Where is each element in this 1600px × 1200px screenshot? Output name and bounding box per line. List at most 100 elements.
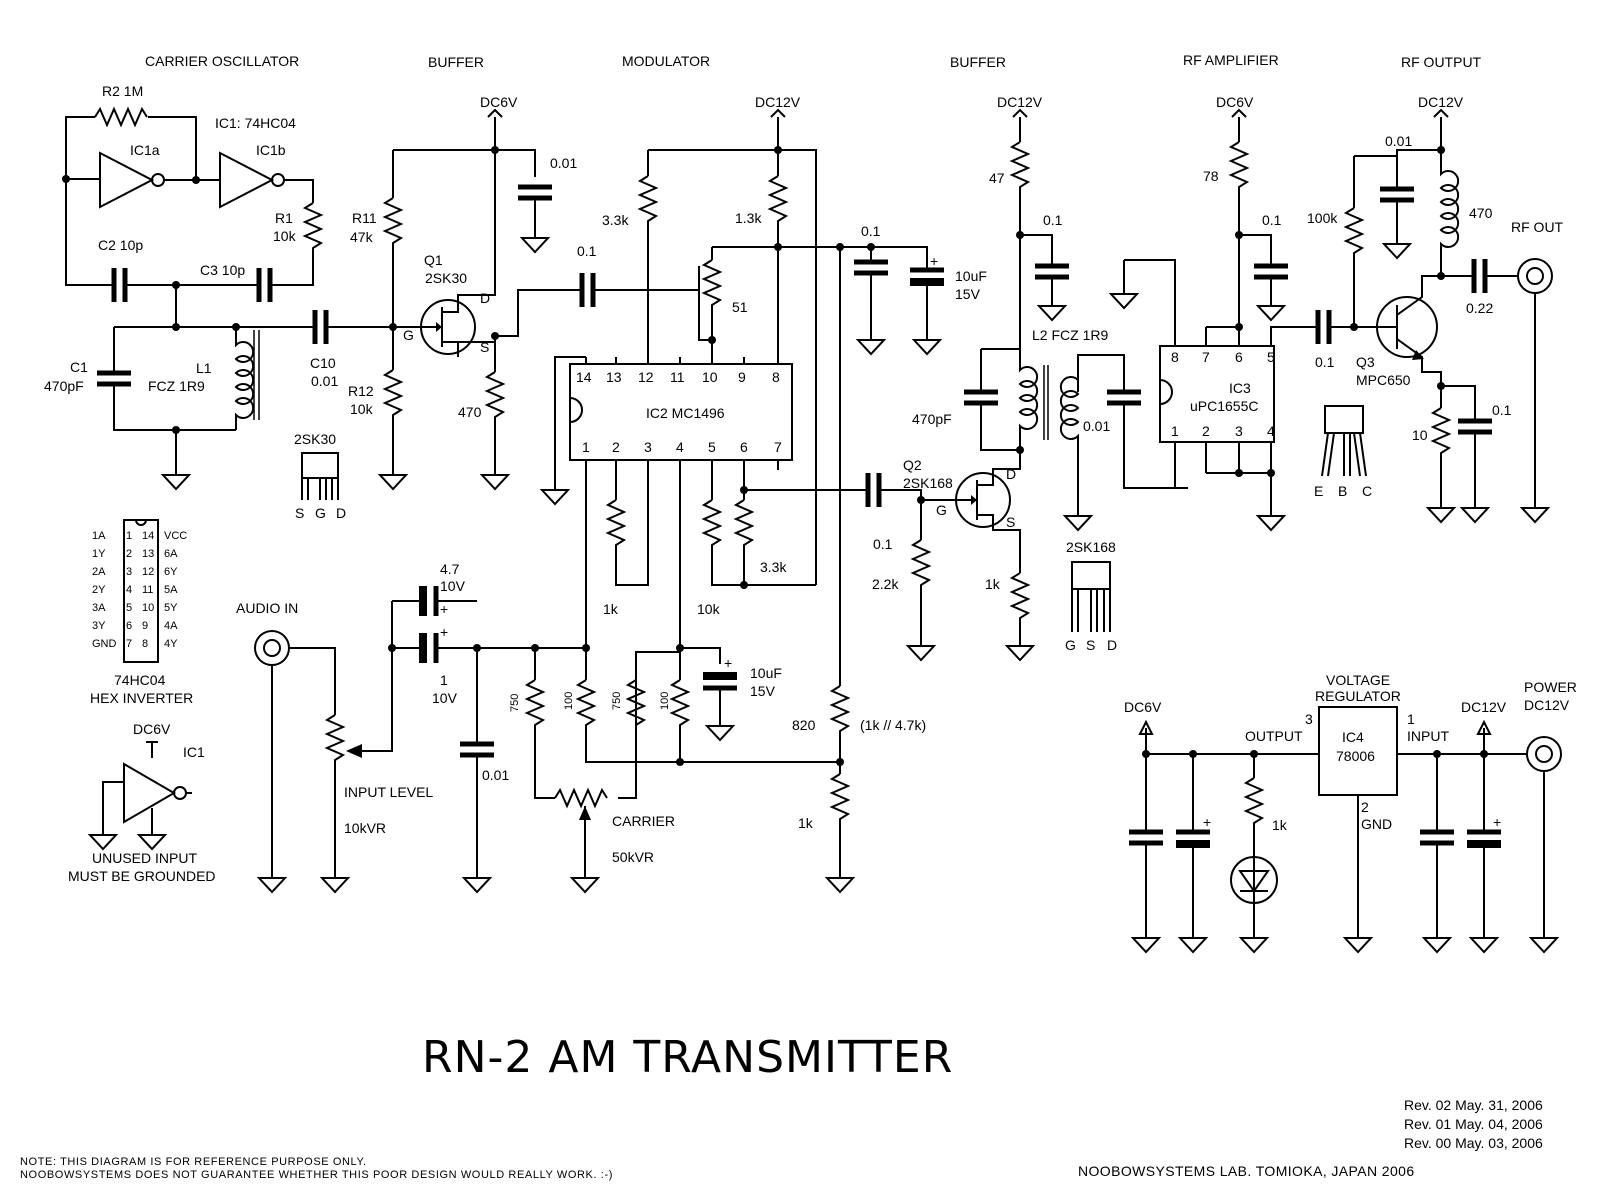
rf-out-jack[interactable]	[1517, 258, 1553, 294]
ic3-pin-2: 2	[1202, 423, 1210, 439]
section-headers: CARRIER OSCILLATOR BUFFER MODULATOR BUFF…	[145, 52, 1482, 70]
74hc04-name: 74HC04	[114, 672, 166, 688]
r-1k-c-label: 1k	[985, 576, 1001, 592]
r-100k-label: 100k	[1307, 210, 1338, 226]
ic2-pin-11: 11	[670, 369, 685, 385]
r11-value: 47k	[350, 229, 374, 245]
pin2-label: 2	[1361, 799, 1369, 815]
q3-label: Q3	[1356, 354, 1375, 370]
gnd-label: GND	[1361, 816, 1392, 832]
74hc04-pin-5: 5	[126, 602, 132, 614]
rf-output-header: RF OUTPUT	[1401, 54, 1482, 70]
r-750b-label: 750	[611, 692, 623, 710]
r-3-3k-b-label: 3.3k	[760, 559, 787, 575]
q2-label: Q2	[903, 457, 922, 473]
c3-label: C3 10p	[200, 262, 245, 278]
74hc04-pin-11: 11	[142, 584, 153, 596]
q1-gate-pin: G	[403, 327, 414, 343]
carrier-oscillator: R2 1M IC1: 74HC04 IC1a IC1b R1 10k C2 10…	[44, 83, 432, 490]
voltage-regulator: VOLTAGE REGULATOR IC4 78006 3 OUTPUT 1 I…	[1124, 672, 1577, 953]
74hc04-pin-3: 3	[126, 566, 132, 578]
ic1-note: IC1: 74HC04	[215, 115, 296, 131]
74hc04-left-3Y: 3Y	[92, 620, 106, 632]
r11-label: R11	[352, 210, 377, 226]
74hc04-pin-7: 7	[126, 638, 132, 650]
r-1k-label: 1k	[603, 601, 619, 617]
ic3-pin-5: 5	[1267, 349, 1275, 365]
cap-10uf-label: 10uF	[955, 268, 987, 284]
r-10-label: 10	[1412, 427, 1428, 443]
ic3-pin-4: 4	[1267, 423, 1275, 439]
r-100a-label: 100	[563, 692, 575, 710]
q3-pin-c: C	[1362, 483, 1372, 499]
l-470-label: 470	[1469, 205, 1493, 221]
74hc04-pin-2: 2	[126, 548, 132, 560]
l1-value: FCZ 1R9	[148, 378, 205, 394]
74hc04-left-2A: 2A	[92, 566, 106, 578]
dc12v-rail-3-label: DC12V	[1418, 94, 1464, 110]
q1-drain-pin: D	[480, 290, 490, 306]
audio-in-jack[interactable]	[254, 630, 290, 666]
q2-drain-pin: D	[1006, 466, 1016, 482]
ic3-pin-7: 7	[1202, 349, 1210, 365]
ic2-pin-6: 6	[740, 439, 748, 455]
note-line-2: NOOBOWSYSTEMS DOES NOT GUARANTEE WHETHER…	[20, 1169, 613, 1181]
dc6v-rail-2-label: DC6V	[1216, 94, 1254, 110]
r-1-3k-label: 1.3k	[735, 210, 762, 226]
2sk30-pkg-label: 2SK30	[294, 431, 336, 447]
cap3-plus: +	[1203, 814, 1211, 830]
vr-10k-label: 10kVR	[344, 820, 386, 836]
dc12v-rail-2-label: DC12V	[997, 94, 1043, 110]
revision-history: Rev. 02 May. 31, 2006 Rev. 01 May. 04, 2…	[1404, 1097, 1543, 1151]
ic2-pin-10: 10	[702, 369, 718, 385]
74hc04-right-6A: 6A	[164, 548, 178, 560]
ic2-pin-9: 9	[738, 369, 746, 385]
c-decouple-label: 0.01	[550, 155, 577, 171]
ic4-label: IC4	[1342, 729, 1364, 745]
ic2-pin-3: 3	[644, 439, 652, 455]
r-1k-led-label: 1k	[1272, 817, 1288, 833]
cap2-plus: +	[724, 655, 732, 671]
r-820-note: (1k // 4.7k)	[860, 717, 926, 733]
c-0-22-label: 0.22	[1466, 300, 1493, 316]
r2-label: R2 1M	[102, 83, 143, 99]
ic2-pin-8: 8	[772, 369, 780, 385]
rf-amplifier-header: RF AMPLIFIER	[1183, 52, 1279, 68]
c-dec-label: 0.1	[861, 223, 881, 239]
l2-label: L2 FCZ 1R9	[1032, 327, 1108, 343]
c2-label: C2 10p	[98, 237, 143, 253]
revision-00: Rev. 00 May. 03, 2006	[1404, 1135, 1543, 1151]
74hc04-pin-13: 13	[142, 548, 154, 560]
2sk168-pin-g: G	[1065, 637, 1076, 653]
74hc04-pin-10: 10	[142, 602, 154, 614]
74hc04-pin-9: 9	[142, 620, 148, 632]
unused-note-1: UNUSED INPUT	[92, 850, 197, 866]
cap-plus: +	[930, 253, 938, 269]
r-source-label: 470	[458, 404, 482, 420]
c-0-01-b-label: 0.01	[1083, 418, 1110, 434]
power-jack[interactable]	[1526, 736, 1562, 772]
c-1-voltage: 10V	[432, 690, 458, 706]
rf-output: 0.1 DC12V 100k 0.01 470 0.22 RF OUT Q3 M…	[1307, 94, 1564, 523]
reg-label-1: VOLTAGE	[1326, 672, 1390, 688]
lab-credit: NOOBOWSYSTEMS LAB. TOMIOKA, JAPAN 2006	[1078, 1163, 1415, 1179]
r-10k-label: 10k	[697, 601, 721, 617]
r1-value: 10k	[273, 228, 297, 244]
ic1a-label: IC1a	[130, 142, 160, 158]
ic3-value: uPC1655C	[1190, 398, 1259, 414]
unused-dc6v-label: DC6V	[133, 721, 171, 737]
2sk168-pkg-label: 2SK168	[1066, 539, 1116, 555]
revision-02: Rev. 02 May. 31, 2006	[1404, 1097, 1543, 1113]
r-2-2k-label: 2.2k	[872, 576, 899, 592]
c-1-label: 1	[440, 672, 448, 688]
buffer-2: DC12V 47 0.1 L2 FCZ 1R9 470pF 0.01 Q2 2S…	[865, 94, 1188, 661]
r-78-label: 78	[1203, 168, 1219, 184]
q3-pin-e: E	[1314, 483, 1323, 499]
74hc04-pin-6: 6	[126, 620, 132, 632]
c-4-7-voltage: 10V	[440, 578, 466, 594]
ic2-pin-12: 12	[638, 369, 654, 385]
audio-input: AUDIO IN INPUT LEVEL 10kVR 4.7 10V + + 1…	[236, 561, 926, 893]
